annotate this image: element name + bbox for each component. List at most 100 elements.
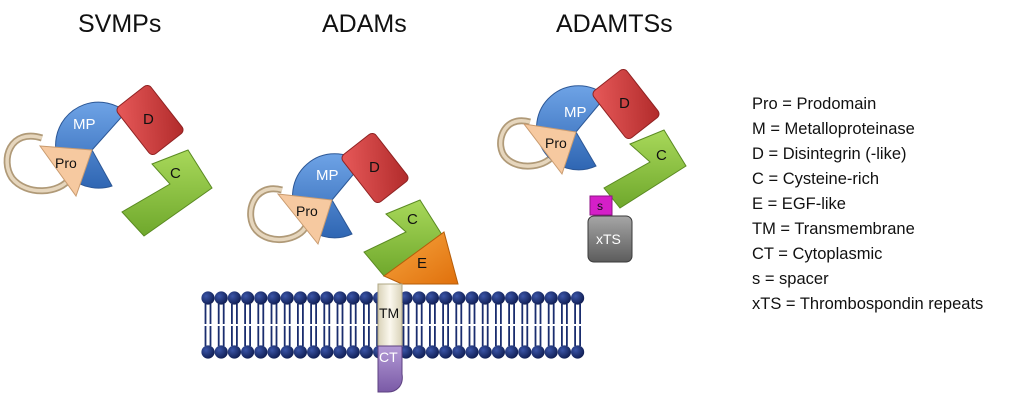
adamts-pro-label: Pro [545,135,567,151]
lipid-heads [201,291,585,359]
title-adamtss: ADAMTSs [556,10,673,38]
adam-c-label: C [407,211,418,228]
svmp-d-label: D [143,111,154,128]
lipid-head [425,345,439,359]
svmp-mp-label: MP [73,116,96,133]
lipid-head [439,345,453,359]
adamts-pro-domain [522,123,577,176]
lipid-head [491,291,505,305]
lipid-head [267,291,281,305]
legend-item: Pro = Prodomain [752,95,877,113]
adam-mp-label: MP [316,167,339,184]
lipid-head [293,291,307,305]
svmp-d-domain [116,84,184,156]
lipid-head [214,291,228,305]
lipid-head [399,345,413,359]
lipid-head [557,345,572,359]
lipid-head [571,291,585,305]
adam-pro-label: Pro [296,203,318,219]
lipid-head [254,291,268,305]
lipid-head [478,291,492,305]
legend: Pro = Prodomain M = Metalloproteinase D = … [752,92,983,317]
legend-item: xTS = Thrombospondin repeats [752,295,984,313]
lipid-head [201,345,215,359]
lipid-head [280,345,294,359]
adamts-c-label: C [656,147,667,164]
legend-item: TM = Transmembrane [752,220,915,238]
lipid-head [452,291,466,305]
adam-ct-label: CT [379,349,398,365]
lipid-head [359,291,373,305]
svmp-pro-label: Pro [55,155,77,171]
lipid-head [254,345,268,359]
svmp-c-label: C [170,165,181,182]
svmp-molecule: MP Pro D C [3,84,213,237]
lipid-head [241,291,255,305]
lipid-head [531,345,545,359]
title-svmps: SVMPs [78,10,162,38]
lipid-head [333,345,347,359]
lipid-head [412,345,426,359]
legend-item: M = Metalloproteinase [752,120,915,138]
lipid-head [478,345,492,359]
adamts-mp-label: MP [564,104,587,121]
lipid-head [320,345,334,359]
title-adams: ADAMs [322,10,407,38]
legend-item: C = Cysteine-rich [752,170,879,188]
svmp-pro-domain [38,145,93,198]
lipid-tails [204,304,581,346]
legend-item: D = Disintegrin (-like) [752,145,907,163]
lipid-head [280,291,294,305]
lipid-head [557,291,572,305]
lipid-head [452,345,466,359]
lipid-head [214,345,228,359]
lipid-head [505,345,519,359]
adam-e-label: E [417,255,427,272]
lipid-head [465,345,479,359]
lipid-head [359,345,373,359]
adam-d-label: D [369,159,380,176]
lipid-head [465,291,479,305]
cell-membrane [201,291,585,359]
adamts-xts-label: xTS [596,231,621,247]
adam-ct-domain [377,345,403,393]
lipid-head [346,291,360,305]
lipid-head [227,291,241,305]
lipid-head [491,345,505,359]
adamts-molecule: MP Pro D C s xTS [497,68,687,263]
lipid-head [439,291,453,305]
legend-item: CT = Cytoplasmic [752,245,883,263]
adamts-xts-domain [587,215,633,263]
adam-e-domain [383,231,459,285]
adam-tm-label: TM [379,305,399,321]
lipid-head [227,345,241,359]
lipid-head [333,291,347,305]
lipid-head [518,345,532,359]
adamts-spacer-domain [589,195,613,216]
lipid-head [346,345,360,359]
adamts-d-domain [592,68,660,140]
lipid-head [571,345,585,359]
lipid-head [320,291,334,305]
adam-transmembrane-anchor: TM CT [377,283,403,393]
lipid-head [267,345,281,359]
svmp-c-domain [121,149,213,237]
lipid-head [531,291,545,305]
lipid-head [399,291,413,305]
adam-pro-domain [276,193,333,246]
lipid-head [505,291,519,305]
legend-item: s = spacer [752,270,829,288]
adam-d-domain [341,132,409,204]
adamts-c-domain [603,129,687,209]
lipid-head [307,291,321,305]
adamts-s-label: s [597,199,603,213]
adam-molecule: MP Pro D C E [247,132,459,285]
legend-item: E = EGF-like [752,195,846,213]
lipid-head [544,345,558,359]
adam-tm-domain [377,283,403,347]
lipid-head [544,291,558,305]
lipid-head [518,291,532,305]
adamts-d-label: D [619,95,630,112]
